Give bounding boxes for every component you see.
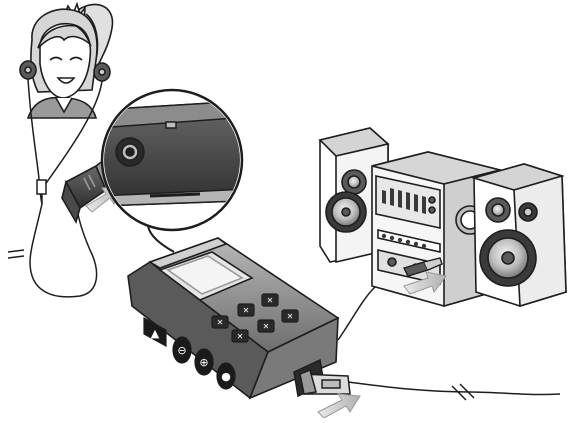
insert-arrow-icon [318,394,360,418]
svg-text:✕: ✕ [237,332,244,341]
side-button-record: ● [217,363,235,389]
svg-text:✕: ✕ [263,322,270,331]
svg-text:⊕: ⊕ [199,356,208,369]
keypad-button: ✕ [238,304,254,316]
keypad-button: ✕ [282,310,298,322]
headphone-jack-magnifier [96,90,270,252]
svg-text:⊖: ⊖ [177,344,186,357]
svg-text:✕: ✕ [243,306,250,315]
svg-text:✕: ✕ [287,312,294,321]
keypad-button: ✕ [262,294,278,306]
keypad-button: ✕ [232,330,248,342]
keypad-button: ✕ [212,316,228,328]
svg-text:✕: ✕ [267,296,274,305]
right-speaker [474,164,566,306]
usb-cable [452,384,560,400]
svg-text:✕: ✕ [217,318,224,327]
svg-text:●: ● [221,370,231,383]
side-button-plus: ⊕ [195,349,213,375]
girl-with-headphones-icon [20,4,113,118]
keypad-button: ✕ [258,320,274,332]
side-button-minus: ⊖ [173,337,191,363]
usb-plug-icon [294,360,470,396]
svg-text:▲: ▲ [151,327,160,340]
